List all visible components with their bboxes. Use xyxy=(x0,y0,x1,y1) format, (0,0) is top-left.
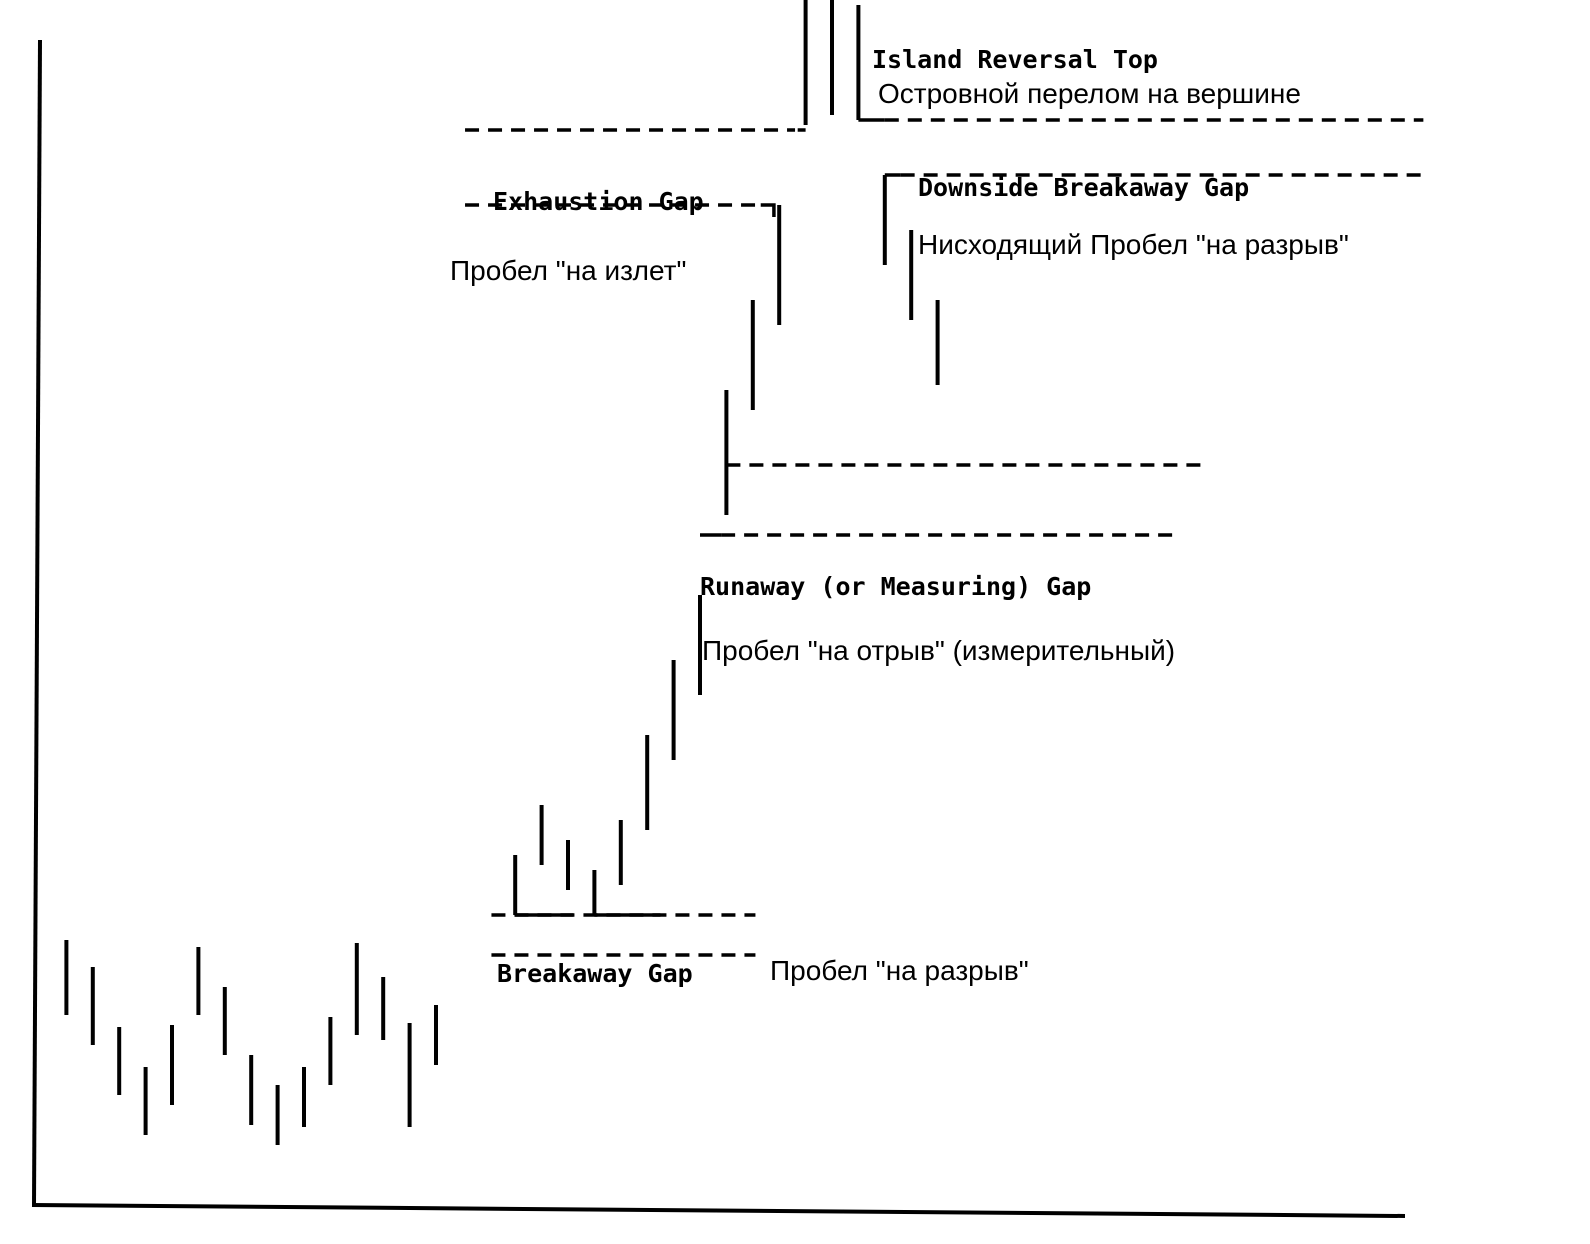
axes xyxy=(31,39,1406,1218)
downside-breakaway-gap-label-ru: Нисходящий Пробел "на разрыв" xyxy=(918,229,1349,260)
island-reversal-label-en: Island Reversal Top xyxy=(872,45,1158,74)
annotation-labels: Island Reversal Top Островной перелом на… xyxy=(450,45,1349,988)
gap-markers xyxy=(465,118,1424,957)
breakaway-gap-label-en: Breakaway Gap xyxy=(497,959,693,988)
y-axis-line xyxy=(32,39,42,1206)
exhaustion-gap-lower-corner xyxy=(760,203,776,217)
exhaustion-gap-label-ru: Пробел "на излет" xyxy=(450,255,686,286)
exhaustion-gap-label-en: Exhaustion Gap xyxy=(493,187,704,216)
island-reversal-label-ru: Островной перелом на вершине xyxy=(878,78,1301,109)
breakaway-gap-label-ru: Пробел "на разрыв" xyxy=(770,955,1029,986)
price-bars xyxy=(64,0,940,1145)
downside-breakaway-gap-label-en: Downside Breakaway Gap xyxy=(918,173,1249,202)
x-axis-line xyxy=(31,1203,1406,1218)
runaway-gap-label-en: Runaway (or Measuring) Gap xyxy=(700,572,1091,601)
runaway-gap-label-ru: Пробел "на отрыв" (измерительный) xyxy=(702,635,1175,666)
